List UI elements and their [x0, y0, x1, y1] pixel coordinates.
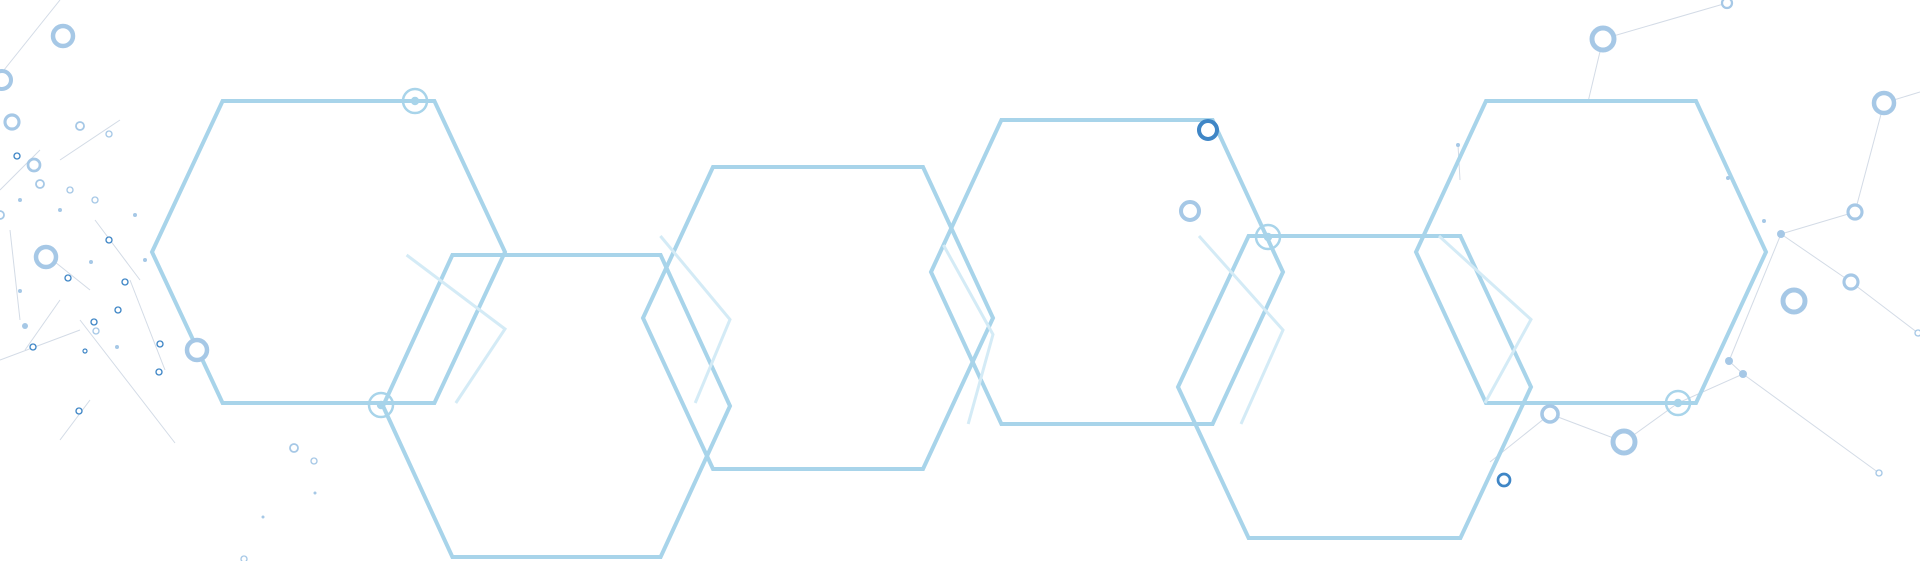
hexagon-outline [1413, 99, 1769, 405]
dot-node-icon [22, 323, 28, 329]
hexagon-outline [640, 165, 996, 471]
ring-node-icon [0, 210, 5, 220]
ring-node-icon [66, 186, 74, 194]
ring-node-icon [1540, 404, 1560, 424]
ring-node-icon [33, 244, 59, 270]
ring-node-icon [105, 236, 113, 244]
faint-hexagon-edge [659, 235, 732, 404]
dot-node-icon [58, 208, 62, 212]
network-link [59, 119, 121, 161]
ring-node-icon [13, 152, 21, 160]
network-link [1677, 373, 1744, 404]
ring-node-icon [401, 87, 429, 115]
ring-node-icon [92, 327, 100, 335]
dot-node-icon [18, 198, 22, 202]
ring-node-icon [1875, 469, 1883, 477]
faint-hexagon-edge [1437, 234, 1533, 404]
dot-node-icon [313, 491, 317, 495]
ring-node-icon [1196, 118, 1220, 142]
network-link [59, 399, 91, 441]
dot-node-icon [1739, 370, 1747, 378]
hexagon-outline [1175, 234, 1534, 540]
hexagon-outlines [149, 99, 1769, 559]
dot-node-icon [1456, 143, 1460, 147]
dot-node-icon [261, 515, 265, 519]
ring-node-icon [155, 368, 163, 376]
ring-node-icon [1496, 472, 1512, 488]
dot-node-icon [1673, 398, 1683, 408]
dot-node-icon [1762, 219, 1766, 223]
faint-hexagon-edge [1197, 235, 1285, 425]
network-link [94, 219, 141, 281]
dot-node-icon [18, 289, 22, 293]
ring-node-icon [75, 121, 85, 131]
dot-node-icon [1263, 232, 1273, 242]
ring-node-icon [105, 130, 113, 138]
ring-node-icon [1871, 90, 1897, 116]
dot-node-icon [1777, 230, 1785, 238]
ring-node-icon [35, 179, 45, 189]
ring-node-icon [1846, 203, 1864, 221]
dot-node-icon [133, 213, 137, 217]
dot-node-icon [143, 258, 147, 262]
ring-node-icon [82, 348, 88, 354]
faint-hexagon-edge [405, 253, 508, 404]
ring-node-icon [90, 318, 98, 326]
ring-node-icon [26, 157, 42, 173]
ring-node-icon [50, 23, 76, 49]
dot-node-icon [410, 96, 420, 106]
faint-hexagon-edge [942, 244, 995, 425]
network-link [1742, 373, 1880, 474]
ring-node-icon [184, 337, 210, 363]
ring-node-icon [1610, 428, 1638, 456]
ring-node-icon [29, 343, 37, 351]
network-link [129, 279, 166, 371]
network-link [9, 229, 21, 321]
ring-node-icon [367, 391, 395, 419]
ring-node-icon [1178, 199, 1202, 223]
dot-node-icon [115, 345, 119, 349]
ring-node-icon [75, 407, 83, 415]
ring-node-icon [1914, 329, 1920, 337]
network-link [1780, 211, 1856, 235]
ring-node-icon [121, 278, 129, 286]
dot-node-icon [1725, 357, 1733, 365]
ring-node-icon [64, 274, 72, 282]
ring-node-icon [240, 555, 248, 561]
ring-node-icon [1780, 287, 1808, 315]
hexagon-outline [380, 253, 733, 559]
ring-node-icon [0, 68, 14, 92]
ring-node-icon [156, 340, 164, 348]
network-link [1780, 233, 1852, 283]
network-link [1854, 102, 1885, 213]
network-link [0, 149, 41, 191]
dot-node-icon [1726, 176, 1730, 180]
ring-node-icon [1664, 389, 1692, 417]
ring-node-icon [1254, 223, 1282, 251]
network-link [0, 329, 81, 361]
hexagon-outline [149, 99, 508, 405]
network-link [24, 299, 61, 351]
dot-node-icon [89, 260, 93, 264]
ring-node-icon [1720, 0, 1734, 10]
network-link [0, 0, 61, 76]
network-link [79, 319, 176, 444]
network-link [1850, 281, 1919, 334]
network-link [1602, 2, 1728, 40]
ring-node-icon [91, 196, 99, 204]
network-link [1728, 233, 1782, 362]
ring-node-icon [1589, 25, 1617, 53]
dot-node-icon [376, 400, 386, 410]
ring-node-icon [289, 443, 299, 453]
ring-node-icon [1842, 273, 1860, 291]
ring-node-icon [310, 457, 318, 465]
ring-node-icon [114, 306, 122, 314]
ring-node-icon [3, 113, 21, 131]
